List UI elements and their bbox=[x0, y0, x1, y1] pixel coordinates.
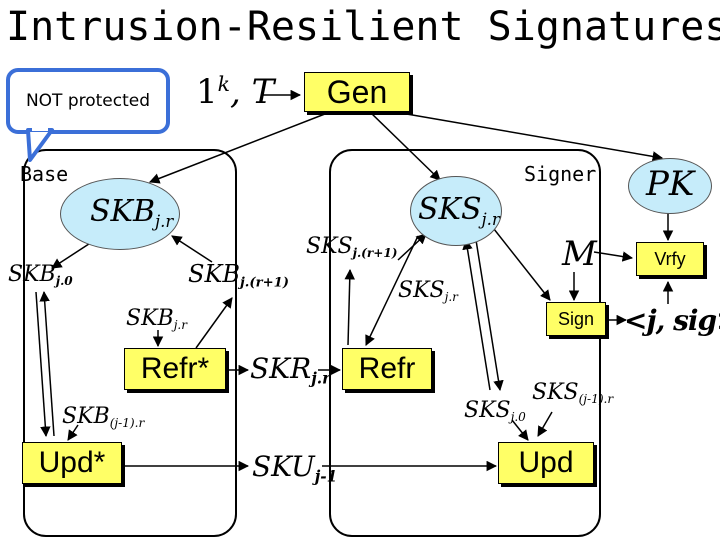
refr-box: Refr bbox=[342, 348, 432, 390]
sks-jr-small-key: SKSj.r bbox=[398, 278, 458, 305]
skb-jr1-key: SKBj.(r+1) bbox=[188, 260, 290, 291]
refr-to-sksr1-arrow bbox=[344, 268, 355, 346]
sks-to-sksj0-arrow bbox=[475, 239, 504, 392]
skb-circle bbox=[60, 178, 180, 250]
pk-label: PK bbox=[646, 164, 695, 204]
upd-box: Upd bbox=[498, 442, 594, 484]
gen-to-skb-arrow bbox=[149, 111, 331, 184]
pk-circle bbox=[628, 158, 712, 214]
upd-star-box: Upd* bbox=[22, 442, 122, 484]
sks-prev-key: SKS(j-1).r bbox=[532, 380, 614, 407]
gen-label: Gen bbox=[326, 73, 388, 110]
m-to-vrfy-arrow bbox=[593, 251, 634, 262]
message-label: M bbox=[562, 234, 597, 274]
upd-label: Upd bbox=[518, 446, 574, 479]
callout-pointer bbox=[26, 128, 54, 162]
sks-jr1-key: SKSj.(r+1) bbox=[306, 234, 398, 261]
skb-jr-small-key: SKBj.r bbox=[126, 306, 188, 333]
refr-label: Refr bbox=[358, 352, 416, 385]
refr-star-label: Refr* bbox=[140, 352, 210, 385]
sign-label: Sign bbox=[557, 308, 595, 329]
security-parameter-input: 1k, T bbox=[196, 72, 275, 113]
sks-to-sign-arrow bbox=[489, 223, 551, 301]
sksj0-to-sks-arrow bbox=[462, 238, 491, 391]
refr-star-box: Refr* bbox=[124, 348, 226, 390]
skb-prev-key: SKB(j-1).r bbox=[62, 404, 145, 431]
vrfy-box: Vrfy bbox=[636, 242, 704, 276]
not-protected-callout: NOT protected bbox=[6, 68, 170, 134]
skbr1-to-skb-arrow bbox=[171, 235, 213, 263]
upd-star-label: Upd* bbox=[38, 446, 106, 479]
sks-to-refr-arrow bbox=[365, 235, 419, 346]
skr-key: SKRj.r bbox=[250, 352, 331, 388]
sksr1-to-sks-arrow bbox=[397, 233, 427, 261]
gen-to-sks-arrow bbox=[369, 111, 441, 181]
skbprev-to-updstar-arrow bbox=[67, 424, 79, 441]
base-label: Base bbox=[20, 162, 69, 186]
sku-key: SKUj-1 bbox=[252, 450, 338, 486]
sign-box: Sign bbox=[546, 302, 606, 336]
base-device-outline bbox=[23, 149, 237, 537]
gen-box: Gen bbox=[304, 72, 410, 112]
page-title: Intrusion-Resilient Signatures bbox=[6, 4, 720, 50]
vrfy-label: Vrfy bbox=[654, 248, 686, 269]
refrstar-to-skbr1-arrow bbox=[195, 297, 233, 349]
skb-j0-key: SKBj.0 bbox=[8, 262, 73, 289]
callout-text: NOT protected bbox=[25, 91, 151, 111]
gen-to-pk-arrow bbox=[394, 111, 664, 162]
skb-jr-key: SKBj.r bbox=[90, 194, 174, 231]
updstar-to-skbj0-arrow bbox=[39, 290, 55, 437]
signature-output: <j, sig> bbox=[624, 304, 720, 337]
sksj0-to-upd-arrow bbox=[511, 419, 529, 441]
sks-jr-key: SKSj.r bbox=[418, 192, 500, 229]
signer-label: Signer bbox=[524, 162, 597, 186]
sks-circle bbox=[410, 176, 502, 246]
skbj0-to-updstar-arrow bbox=[35, 291, 51, 438]
signer-device-outline bbox=[329, 149, 601, 537]
sks-j0-key: SKSj.0 bbox=[464, 398, 526, 425]
sksprev-to-upd-arrow bbox=[537, 411, 553, 437]
